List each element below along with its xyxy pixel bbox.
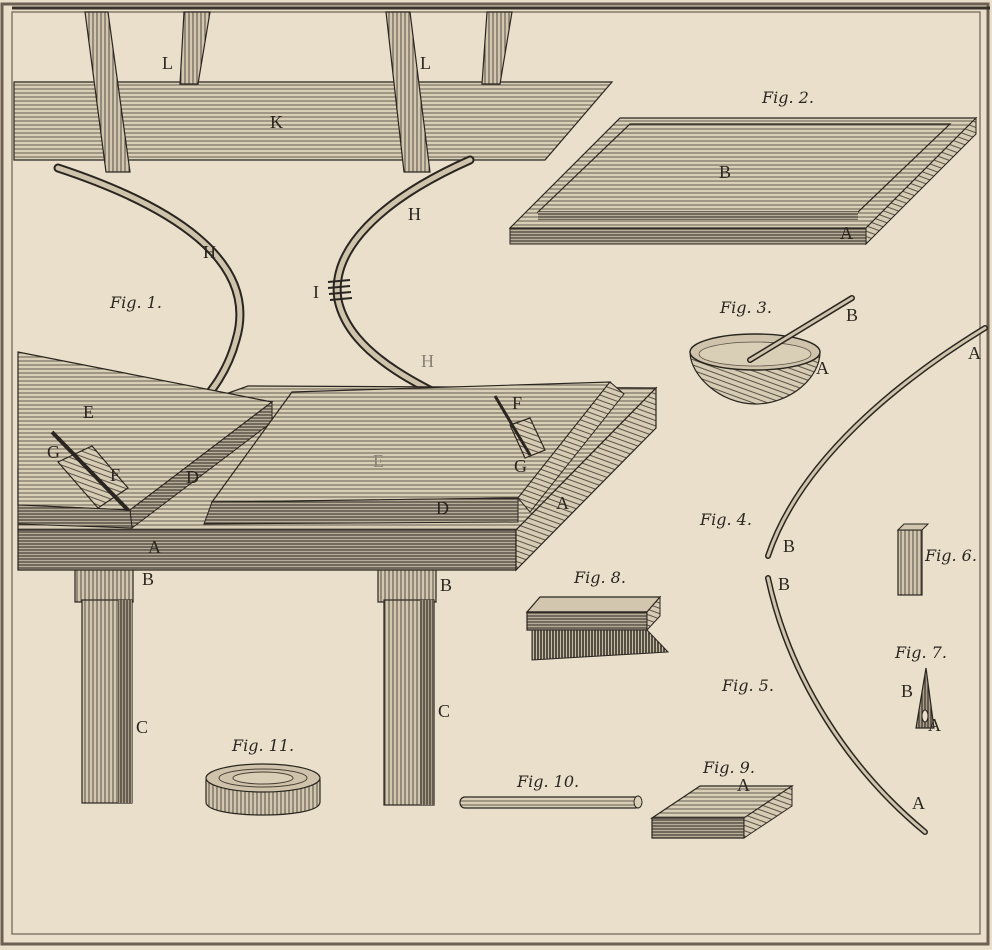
tool-block-right [493,395,546,459]
label-f-left: F [110,465,121,485]
fig9-caption: Fig. 9. [703,758,755,777]
fig8-brush [525,595,670,661]
label-a-table: A [148,537,161,557]
label-a-fig4: A [968,343,981,363]
fig11-caption: Fig. 11. [232,736,295,755]
fig6-block [896,523,930,596]
fig7-caption: Fig. 7. [895,643,947,662]
fig4-caption: Fig. 4. [700,510,752,529]
frame-post-l-2 [179,11,211,85]
label-b-fig2: B [719,162,732,182]
fig1-caption: Fig. 1. [110,293,162,312]
label-h-left: H [203,242,216,262]
label-a-fig3: A [816,358,829,378]
label-g-right: G [514,456,527,476]
fig2-caption: Fig. 2. [762,88,814,107]
fig3-caption: Fig. 3. [720,298,772,317]
label-l-left: L [162,53,173,73]
tool-block-left [50,430,130,512]
label-b-fig4: B [783,536,796,556]
table-leg-left [74,565,134,804]
label-b-fig5: B [778,574,791,594]
label-d-left: D [186,467,199,487]
frame-post-l-4 [481,11,513,85]
fig8-caption: Fig. 8. [574,568,626,587]
label-k: K [270,112,283,132]
label-c-leg-right: C [438,701,451,721]
label-a-fig2: A [840,223,853,243]
label-e-center: E [373,451,384,471]
fig10-caption: Fig. 10. [517,772,580,791]
label-c-leg-left: C [136,717,149,737]
label-a-fig9: A [737,775,750,795]
label-a-table-side: A [556,493,569,513]
label-b-fig3: B [846,305,859,325]
fig11-coil [205,763,321,816]
fig10-rod [459,795,643,809]
label-l-right: L [420,53,431,73]
fig9-block [650,785,794,839]
label-g-left: G [47,442,60,462]
table-side-edge [515,386,657,572]
label-b-leg-left: B [142,569,155,589]
table-front-edge [17,529,517,571]
label-d-center: D [436,498,449,518]
label-h-faint: H [421,351,434,371]
table-leg-right [377,565,437,806]
fig3-bowl [689,295,855,405]
label-f-right: F [512,393,523,413]
label-a-fig5: A [912,793,925,813]
label-b-leg-right: B [440,575,453,595]
label-b-fig7: B [901,681,914,701]
label-i: I [313,282,319,302]
frame-post-l-1 [84,11,131,173]
frame-post-l-3 [385,11,431,173]
label-e-left: E [83,402,94,422]
fig7-needle [915,667,935,729]
fig6-caption: Fig. 6. [925,546,977,565]
label-h-right: H [408,204,421,224]
fig5-caption: Fig. 5. [722,676,774,695]
rod-binding-i [327,279,353,301]
label-a-fig7: A [928,715,941,735]
